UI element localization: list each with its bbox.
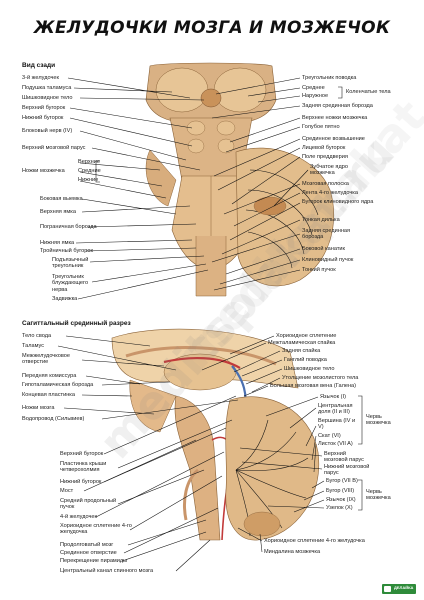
label-declive: Скат (VI) [318,433,341,439]
label-posterior-median-sulcus-top: Задняя срединная борозда [302,103,373,109]
label-body-of-fornix: Тело свода [22,333,52,339]
label-choroid-plexus-fourth: Хориоидное сплетение 4-го желудочка [60,523,132,536]
label-superior-fovea: Верхняя ямка [40,209,76,215]
label-pulvinar: Подушка таламуса [22,85,72,91]
label-central-lobule: Центральная доля (II и III) [318,403,353,416]
label-hypoglossal-triangle: Подъязычный треугольник [52,257,89,270]
brackets [95,86,363,511]
label-thalamus: Таламус [22,343,45,349]
section-heading-sagittal: Сагиттальный срединный разрез [22,320,131,327]
label-nodulus: Узелок (X) [326,505,353,511]
label-anterior-commissure: Передняя комиссура [22,373,77,379]
label-superior-peduncle: Верхние [78,159,101,165]
leader-lines-bottom-left [57,335,239,572]
label-facial-colliculus: Лицевой бугорок [302,145,346,151]
label-superior-medullary-velum-sag: Верхний мозговой парус [324,451,364,464]
publisher-logo [382,584,416,594]
label-tuber-viii: Бугор (VIII) [326,488,355,494]
label-cuneate-fasciculus: Клиновидный пучок [302,257,354,263]
label-interventricular-foramen: Межжелудочковое отверстие [22,353,70,366]
label-inferior-peduncle: Нижние [78,177,99,183]
section-heading-posterior-view: Вид сзади [22,62,56,69]
label-culmen: Вершина (IV и V) [318,418,356,431]
label-dentate-nucleus: Зубчатое ядро мозжечка [310,164,348,177]
label-medial-longitudinal-fasciculus: Средний продольный пучок [60,498,117,511]
label-cerebral-peduncles: Ножки мозга [22,405,55,411]
label-pons: Мост [60,488,74,494]
label-fourth-ventricle: 4-й желудочек [60,514,97,520]
label-lateral-funiculus: Боковой канатик [302,246,345,252]
label-median-eminence: Срединное возвышение [302,136,365,142]
label-pineal-body-sag: Шишковидное тело [284,366,335,372]
label-cerebellar-peduncles: Ножки мозжечка [22,168,65,174]
label-trigeminal-tubercle: Тройничный бугорок [40,248,93,254]
label-superior-cerebellar-peduncle: Верхнее ножки мозжечка [302,115,368,121]
label-interthalamic-adhesion: Межталамическая спайка [268,340,336,346]
label-middle-peduncle: Средние [78,168,101,174]
leader-lines-top-left [67,77,209,300]
label-posterior-median-sulcus-bottom: Задняя срединная борозда [302,228,351,241]
label-tuber-viib: Бугор (VII B) [326,478,358,484]
label-habenular-triangle: Треугольник поводка [302,75,357,81]
leader-lines-top-right [211,77,309,291]
label-taenia-fourth-ventricle: Лента 4-го желудочка [302,190,358,196]
label-lamina-terminalis: Концевая пластинка [22,392,75,398]
label-inferior-colliculus: Нижний бугорок [22,115,64,121]
label-folium: Листок (VII A) [318,441,353,447]
label-vagal-triangle: Треугольник блуждающего нерва [52,274,89,293]
label-great-cerebral-vein: Большая мозговая вена (Галена) [270,383,357,389]
label-pineal-body: Шишковидное тело [22,95,73,101]
label-lingula: Язычок (I) [320,394,346,400]
label-gracile-fasciculus: Тонкий пучок [302,267,336,273]
label-third-ventricle: 3-й желудочек [22,75,59,81]
label-obex: Задвижка [52,296,78,302]
label-posterior-commissure: Задняя спайка [282,348,321,354]
page-title: ЖЕЛУДОЧКИ МОЗГА И МОЗЖЕЧОК [33,18,391,38]
label-lateral-geniculate: Наружное [302,93,329,99]
label-superior-medullary-velum: Верхний мозговой парус [22,145,86,151]
label-vestibular-area: Поле преддверия [302,154,348,160]
label-cerebellar-tonsil: Миндалина мозжечка [264,549,321,555]
label-central-canal: Центральный канал спинного мозга [60,568,154,574]
brainstem-posterior-view [145,62,277,297]
label-hypothalamic-sulcus: Гипоталамическая борозда [22,382,94,388]
label-uvula: Язычок (IX) [326,497,356,503]
label-superior-colliculus-sag: Верхний бугорок [60,451,104,457]
label-medulla-oblongata: Продолговатый мозг [60,542,114,548]
leader-lines-bottom-right [201,335,325,553]
label-habenular-ganglion: Ганглий поводка [284,357,327,363]
label-locus-coeruleus: Голубое пятно [302,124,340,130]
logo-icon [384,586,391,592]
label-lateral-recess: Боковая выемка [40,196,83,202]
label-inferior-colliculus-sag: Нижний бугорок [60,479,102,485]
label-medial-geniculate: Среднее [302,85,325,91]
label-inferior-medullary-velum: Нижний мозговой парус [324,464,370,477]
label-choroid-plexus-fourth-sag: Хориоидное сплетение 4-го желудочка [264,538,365,544]
label-vermis-upper: Червь мозжечка [366,414,391,427]
label-superior-colliculus: Верхний бугорок [22,105,66,111]
label-tectal-plate: Пластинка крыши четверохолмия [60,461,107,474]
label-median-aperture: Срединное отверстие [60,550,117,556]
label-gracile-lobule: Тонкая дилька [302,217,340,223]
label-sulcus-limitans: Пограничная борозда [40,224,97,230]
label-trochlear-nerve: Блоковый нерв (IV) [22,128,73,134]
label-vermis-lower: Червь мозжечка [366,489,391,502]
label-cerebral-aqueduct: Водопровод (Сильвиев) [22,416,85,422]
label-cuneate-tubercle: Бугорок клиновидного ядра [302,199,374,205]
label-medullary-striae: Мозговая полоска [302,181,349,187]
cerebellum-sagittal [225,396,320,541]
logo-text: ДЕЛАЙКА [394,585,414,590]
label-choroid-plexus: Хориоидное сплетение [276,333,337,339]
label-inferior-fovea: Нижняя ямка [40,240,75,246]
label-splenium: Утолщение мозолистого тела [282,375,359,381]
label-pyramidal-decussation: Перекрещение пирамиды [60,558,128,564]
label-geniculate-bodies: Коленчатые тела [346,89,391,95]
